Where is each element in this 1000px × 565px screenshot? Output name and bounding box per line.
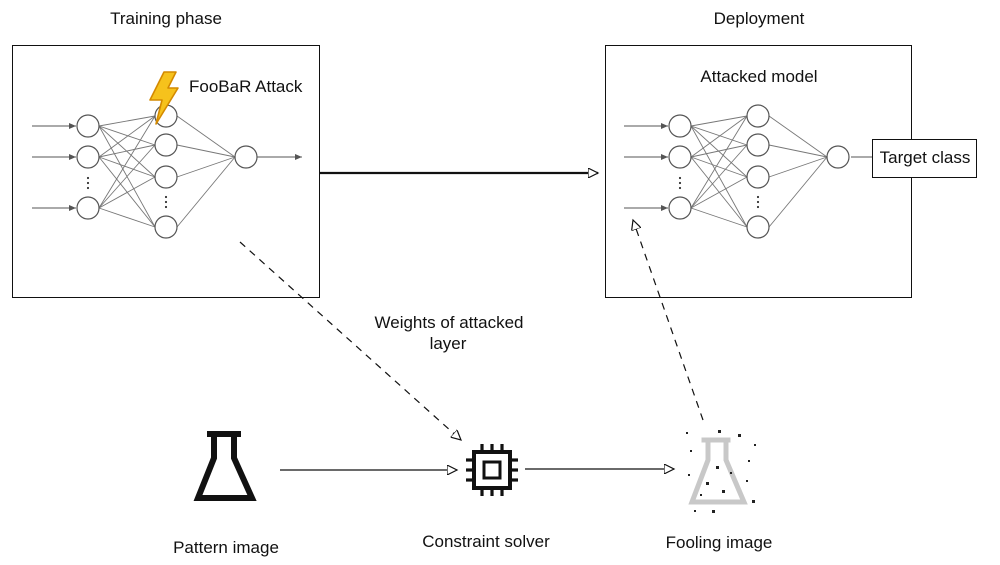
network-edge	[690, 144, 748, 209]
constraint-solver-label: Constraint solver	[422, 532, 550, 551]
network-edge	[176, 156, 236, 178]
lightning-bolt-icon	[149, 71, 179, 125]
neuron-node	[826, 145, 850, 169]
noisy-flask-icon	[686, 430, 756, 513]
network-edge	[98, 156, 156, 178]
network-edge	[98, 125, 156, 178]
ellipsis-dot	[164, 195, 168, 199]
network-edge	[176, 144, 236, 158]
weights-label-line1: Weights of attacked	[374, 313, 524, 332]
neuron-node	[668, 145, 692, 169]
neuron-node	[76, 114, 100, 138]
ellipsis-dot	[678, 186, 682, 190]
network-edge	[98, 115, 156, 127]
network-edge	[768, 156, 828, 178]
network-edge	[690, 156, 748, 178]
neuron-node	[154, 215, 178, 239]
neuron-node	[746, 104, 770, 128]
network-edge	[690, 144, 748, 158]
network-edge	[98, 207, 156, 228]
flask-icon	[193, 431, 257, 501]
training-network	[32, 104, 302, 239]
cpu-chip-icon	[466, 444, 518, 496]
pattern-image-label: Pattern image	[173, 538, 279, 557]
attack-label: FooBaR Attack	[189, 77, 303, 96]
neuron-node	[76, 196, 100, 220]
neuron-node	[668, 114, 692, 138]
ellipsis-dot	[164, 200, 168, 204]
network-edge	[690, 115, 748, 127]
ellipsis-dot	[164, 205, 168, 209]
neuron-node	[154, 133, 178, 157]
network-edge	[98, 125, 156, 146]
ellipsis-dot	[756, 205, 760, 209]
network-edge	[98, 144, 156, 158]
ellipsis-dot	[86, 181, 90, 185]
training-phase-title: Training phase	[110, 9, 222, 28]
neuron-node	[154, 165, 178, 189]
network-edge	[690, 115, 748, 158]
ellipsis-dot	[678, 176, 682, 180]
fooling-dashed-arrow	[633, 220, 704, 421]
network-edge	[690, 176, 748, 209]
deployment-title: Deployment	[713, 9, 805, 28]
neuron-node	[76, 145, 100, 169]
neuron-node	[746, 133, 770, 157]
network-edge	[176, 156, 236, 228]
weights-label-line2: layer	[429, 334, 467, 353]
network-edge	[768, 156, 828, 228]
network-edge	[768, 115, 828, 158]
ellipsis-dot	[756, 200, 760, 204]
ellipsis-dot	[678, 181, 682, 185]
neuron-node	[746, 215, 770, 239]
network-edge	[690, 125, 748, 178]
target-class-box	[872, 139, 977, 178]
network-edge	[176, 115, 236, 158]
weights-dashed-arrow	[239, 241, 461, 440]
fooling-image-label: Fooling image	[665, 533, 773, 552]
neuron-node	[746, 165, 770, 189]
network-edge	[98, 115, 156, 158]
deployment-network	[624, 104, 850, 239]
network-edge	[98, 144, 156, 209]
neuron-node	[668, 196, 692, 220]
network-edge	[98, 115, 156, 209]
ellipsis-dot	[86, 186, 90, 190]
ellipsis-dot	[756, 195, 760, 199]
target-class-label: Target class	[879, 148, 971, 167]
neuron-node	[234, 145, 258, 169]
attacked-model-label: Attacked model	[700, 67, 818, 86]
network-edge	[768, 144, 828, 158]
network-edge	[690, 125, 748, 146]
network-edge	[690, 207, 748, 228]
ellipsis-dot	[86, 176, 90, 180]
network-edge	[98, 176, 156, 209]
network-edge	[690, 115, 748, 209]
